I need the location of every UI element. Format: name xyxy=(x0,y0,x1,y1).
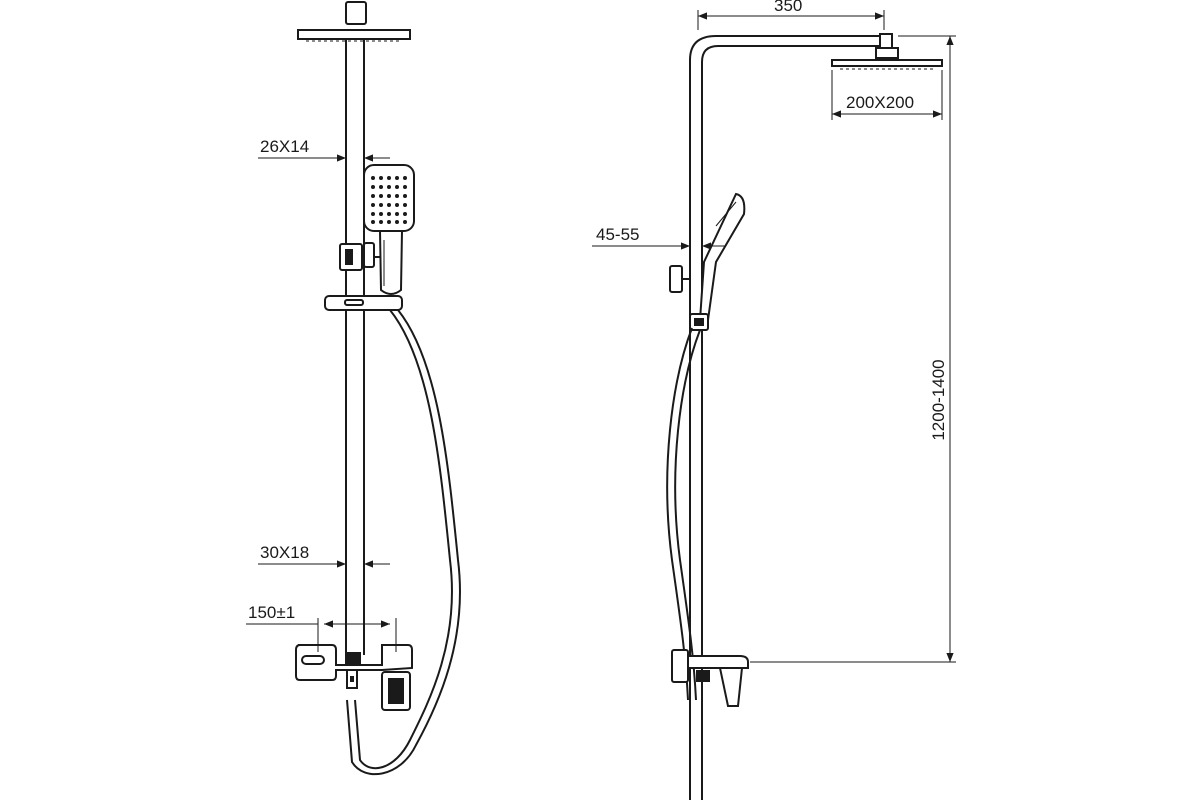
side-view: 350 200X200 45-55 1200-1400 xyxy=(592,0,956,800)
dim-label-wall-offset: 45-55 xyxy=(596,225,639,244)
dim-head-size xyxy=(831,70,943,120)
dim-label-head-size: 200X200 xyxy=(846,93,914,112)
dim-label-inlet-spacing: 150±1 xyxy=(248,603,295,622)
side-hose xyxy=(666,327,693,701)
dim-label-height-range: 1200-1400 xyxy=(929,359,948,440)
side-column-and-arm xyxy=(689,33,893,800)
front-soap-shelf xyxy=(324,295,403,311)
front-view: 26X14 30X18 150±1 xyxy=(246,1,461,776)
front-vertical-rail xyxy=(345,39,365,655)
dim-inlet-spacing xyxy=(246,618,397,652)
side-hand-shower xyxy=(689,192,746,331)
front-sliding-holder xyxy=(339,242,380,271)
dim-label-rail-section: 26X14 xyxy=(260,137,309,156)
dim-label-arm-reach: 350 xyxy=(774,0,802,15)
front-hose xyxy=(354,309,453,770)
side-mixer xyxy=(671,649,749,707)
front-overhead-shower-head xyxy=(297,1,411,42)
dim-height-range xyxy=(750,35,956,663)
dim-arm-reach xyxy=(697,10,885,30)
dim-label-lower-pipe-section: 30X18 xyxy=(260,543,309,562)
front-hand-shower xyxy=(363,164,415,295)
side-holder-knob xyxy=(669,265,690,293)
front-mixer xyxy=(295,644,413,711)
side-overhead-shower-head xyxy=(831,47,943,70)
